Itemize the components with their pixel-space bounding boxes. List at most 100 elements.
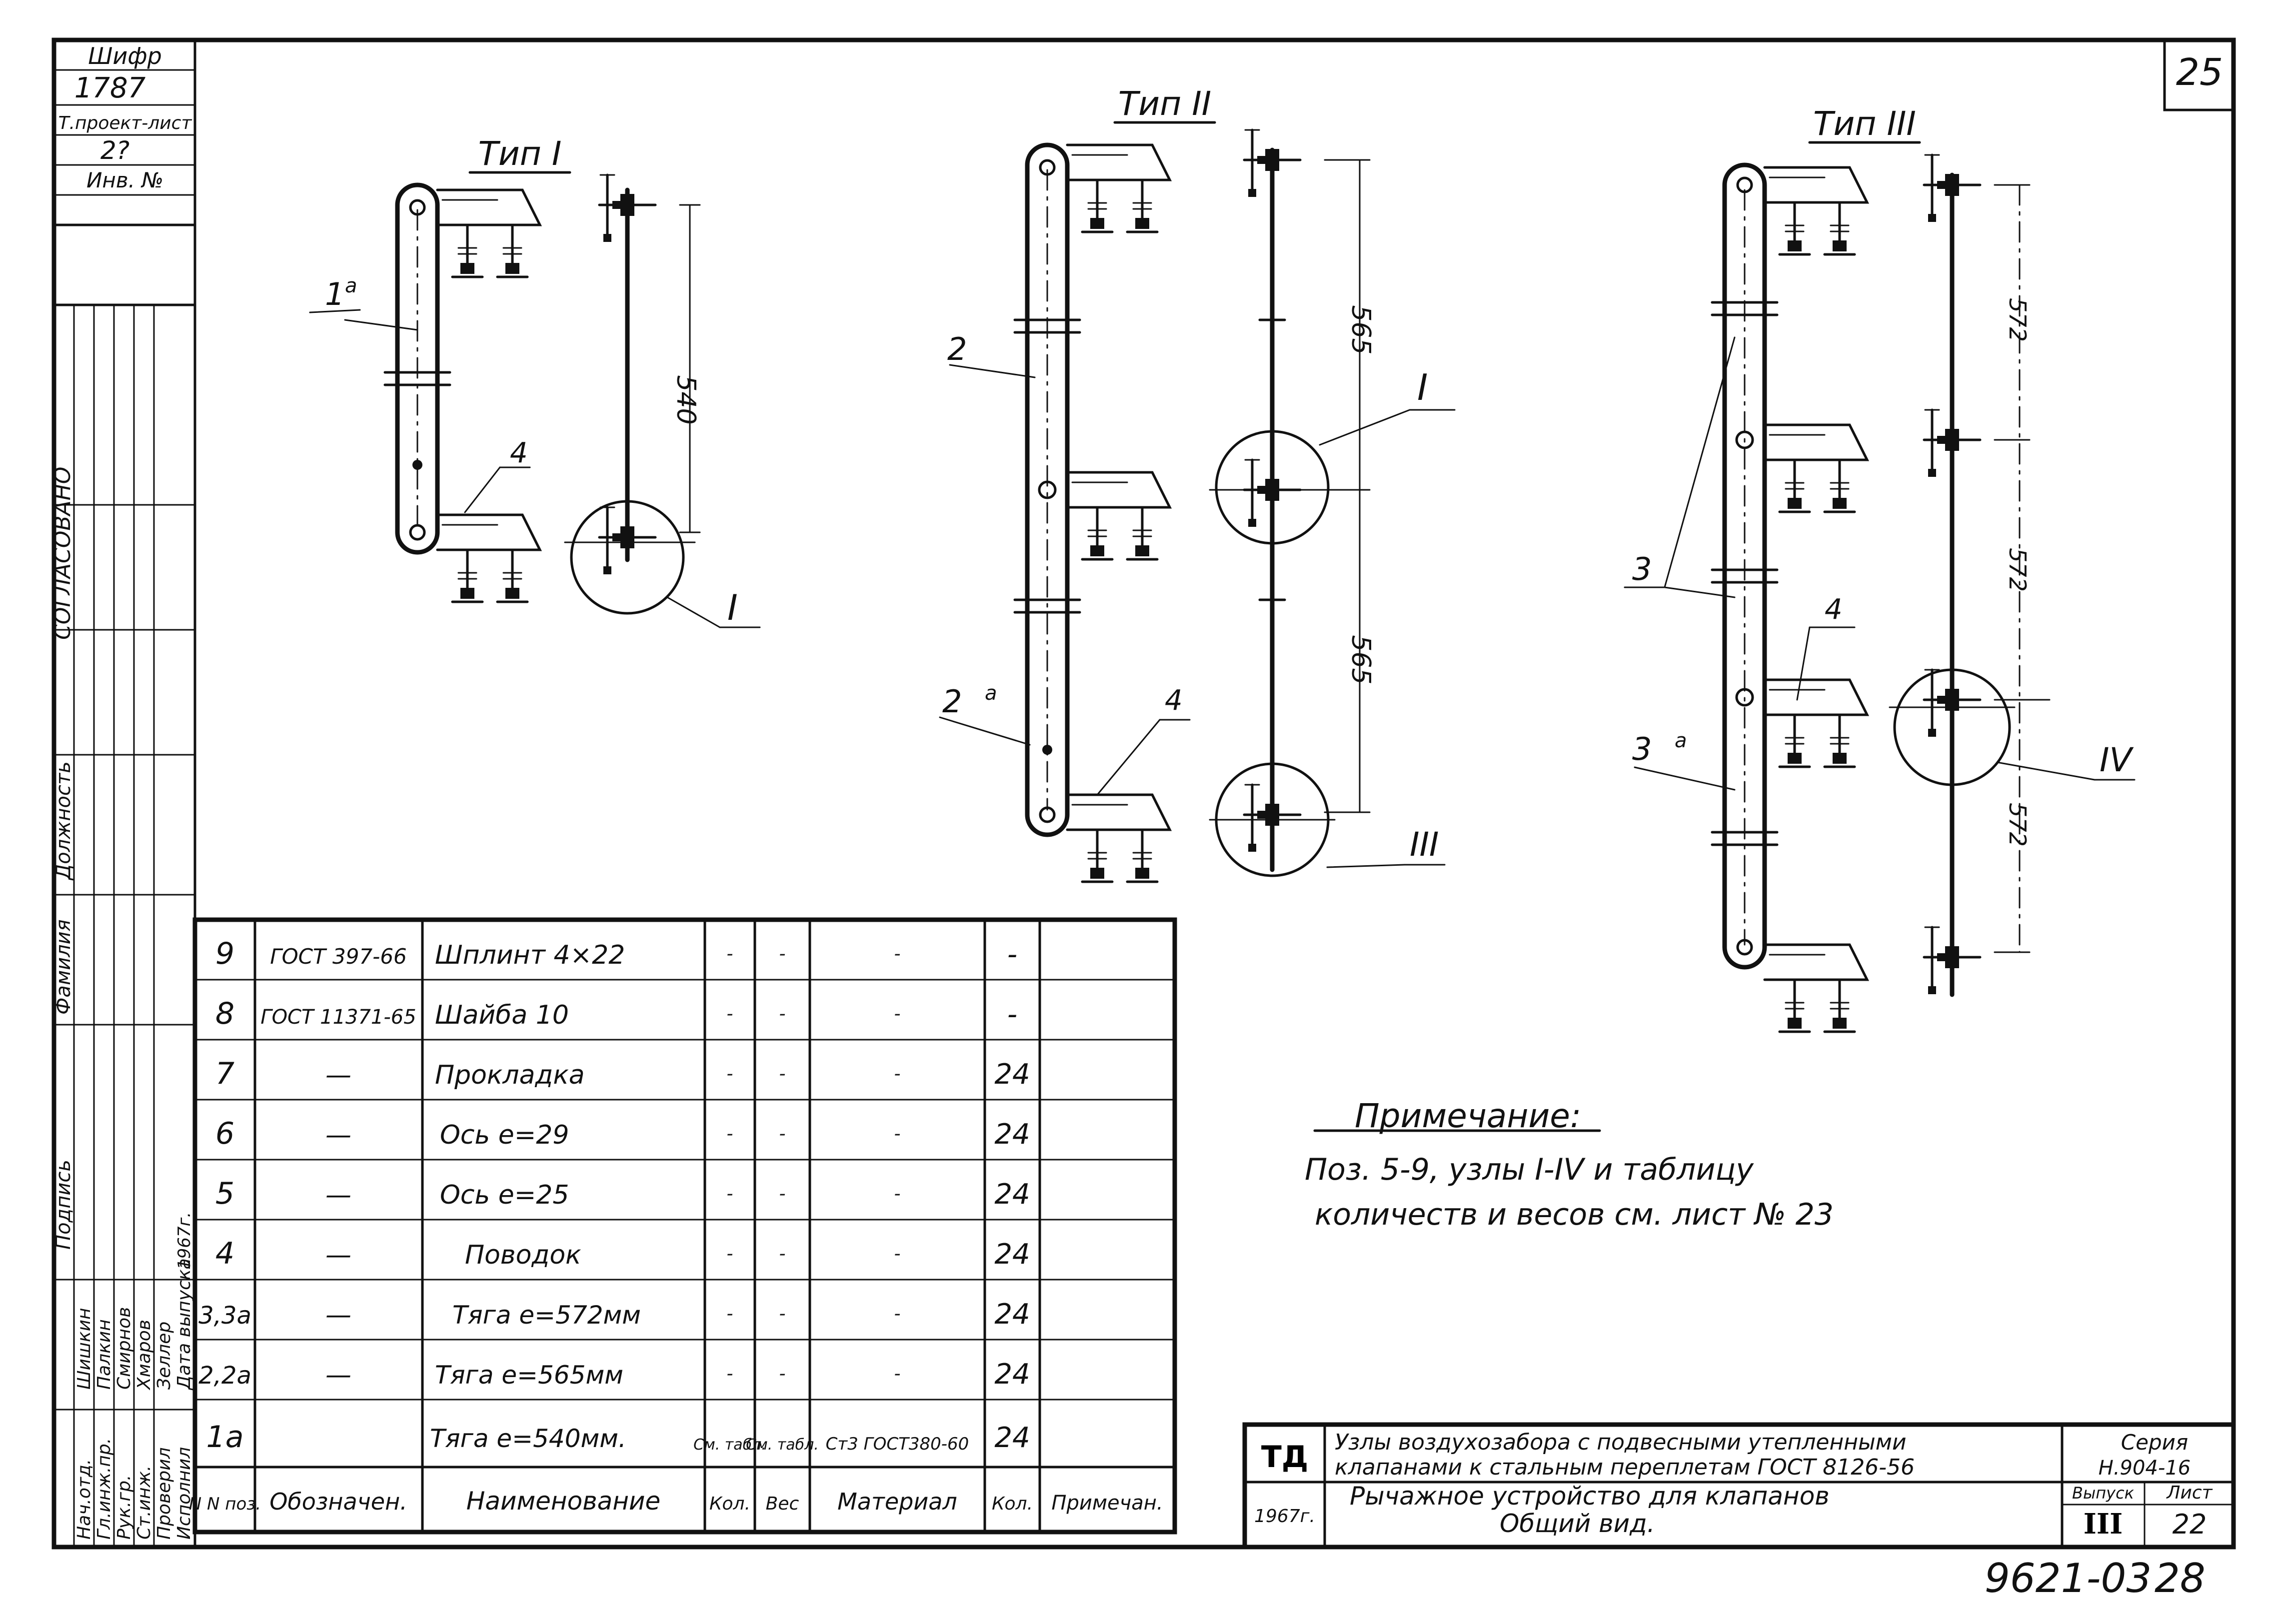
type-2-title: Тип II xyxy=(1118,84,1211,123)
callout-4-type3: 4 xyxy=(1825,593,1843,626)
type-3-dim-572-bottom: 572 xyxy=(2004,803,2031,847)
svg-text:—: — xyxy=(325,1240,351,1270)
callout-2a: 2 xyxy=(942,683,962,720)
svg-text:Вес: Вес xyxy=(766,1494,799,1514)
svg-text:Шайба 10: Шайба 10 xyxy=(435,1000,569,1030)
svg-text:Тяга e=572мм: Тяга e=572мм xyxy=(452,1301,641,1330)
svg-text:-: - xyxy=(779,1004,786,1024)
type-2-dim-565-bottom: 565 xyxy=(1346,635,1376,684)
svg-text:ГОСТ 11371-65: ГОСТ 11371-65 xyxy=(260,1006,416,1029)
svg-text:-: - xyxy=(779,1304,786,1324)
project-sheet-label: Т.проект-лист xyxy=(58,113,192,133)
svg-text:-: - xyxy=(779,1124,786,1144)
specification-table: 9 ГОСТ 397-66 Шплинт 4×22 - - - - 8 ГОСТ… xyxy=(189,917,1177,1535)
table-row: 7 — Прокладка - - - 24 xyxy=(215,1056,1030,1091)
callout-2: 2 xyxy=(947,331,967,367)
title-line-2: клапанами к стальным переплетам ГОСТ 812… xyxy=(1335,1455,1915,1480)
table-row: 9 ГОСТ 397-66 Шплинт 4×22 - - - - xyxy=(215,936,1017,971)
svg-text:Обозначен.: Обозначен. xyxy=(269,1488,407,1515)
svg-text:—: — xyxy=(325,1300,351,1330)
subtitle-line-1: Рычажное устройство для клапанов xyxy=(1350,1482,1830,1511)
svg-text:-: - xyxy=(779,1364,786,1384)
svg-text:См. табл.: См. табл. xyxy=(693,1436,766,1454)
side-entry-3: Ст.инж. xyxy=(134,1466,154,1540)
svg-text:Поводок: Поводок xyxy=(465,1240,581,1270)
side-name-5: Дата выпуска xyxy=(174,1258,194,1391)
svg-text:5: 5 xyxy=(215,1176,234,1211)
svg-text:—: — xyxy=(325,1360,351,1390)
table-row: 4 — Поводок - - - 24 xyxy=(215,1236,1030,1271)
svg-text:24: 24 xyxy=(994,1178,1030,1211)
svg-text:-: - xyxy=(1007,938,1017,971)
side-name-1: Палкин xyxy=(94,1319,114,1390)
series-label: Серия xyxy=(2121,1430,2188,1455)
side-row-0: Должность xyxy=(52,761,75,881)
svg-text:-: - xyxy=(779,1184,786,1204)
svg-text:—: — xyxy=(325,1120,351,1150)
side-name-2: Смирнов xyxy=(114,1307,134,1390)
svg-text:См. табл.: См. табл. xyxy=(746,1436,819,1454)
svg-text:1а: 1а xyxy=(206,1420,244,1455)
type-1-dim-540: 540 xyxy=(671,375,701,424)
note-line-2: количеств и весов см. лист № 23 xyxy=(1315,1197,1834,1232)
svg-text:-: - xyxy=(894,1124,901,1144)
table-row: 6 — Ось e=29 - - - 24 xyxy=(215,1116,1030,1151)
side-name-4: Зеллер xyxy=(154,1322,174,1390)
svg-text:-: - xyxy=(1007,998,1017,1031)
archive-number: 9621-03 xyxy=(1985,1555,2152,1602)
title-block: ТД 1967г. Узлы воздухозабора с подвесным… xyxy=(1242,1422,2236,1550)
svg-text:-: - xyxy=(894,944,901,964)
svg-text:—: — xyxy=(325,1180,351,1210)
table-header: N N поз. Обозначен. Наименование Кол. Ве… xyxy=(189,1487,1163,1516)
inv-label: Инв. № xyxy=(86,168,163,192)
svg-text:-: - xyxy=(894,1004,901,1024)
svg-text:-: - xyxy=(894,1364,901,1384)
callout-node-1-type2: I xyxy=(1417,366,1428,408)
svg-text:24: 24 xyxy=(994,1358,1030,1391)
svg-text:6: 6 xyxy=(215,1116,234,1151)
left-stamp: Шифр 1787 Т.проект-лист 2? Инв. № xyxy=(52,38,196,226)
issue-value: III xyxy=(2084,1508,2123,1541)
side-entry-5: Исполнил xyxy=(174,1447,194,1540)
side-entry-1: Гл.инж.пр. xyxy=(94,1438,114,1540)
type-2-dim-565-top: 565 xyxy=(1346,305,1376,354)
side-date: 1967г. xyxy=(174,1212,194,1270)
svg-text:-: - xyxy=(727,1364,733,1384)
side-name-0: Шишкин xyxy=(74,1308,94,1390)
side-entry-4: Проверил xyxy=(154,1447,174,1540)
approval-side-block: СОГЛАСОВАНО Должность Фамилия Подпись На… xyxy=(50,303,196,1549)
cipher-value: 1787 xyxy=(74,72,146,104)
svg-text:Ось e=25: Ось e=25 xyxy=(440,1180,569,1210)
svg-text:—: — xyxy=(325,1060,351,1090)
type-3-title: Тип III xyxy=(1813,104,1916,143)
svg-text:Ось e=29: Ось e=29 xyxy=(440,1120,569,1150)
note-title: Примечание: xyxy=(1355,1097,1581,1135)
year: 1967г. xyxy=(1254,1506,1315,1527)
svg-text:Кол.: Кол. xyxy=(709,1494,750,1514)
svg-text:8: 8 xyxy=(215,996,234,1031)
callout-node-4: IV xyxy=(2100,741,2134,779)
cipher-label: Шифр xyxy=(88,42,162,69)
table-row: 2,2а — Тяга e=565мм - - - 24 xyxy=(198,1358,1030,1391)
svg-text:-: - xyxy=(727,1184,733,1204)
side-entry-0: Нач.отд. xyxy=(74,1459,94,1540)
sheet-label: Лист xyxy=(2166,1483,2213,1503)
svg-text:-: - xyxy=(779,944,786,964)
callout-2a-sup: а xyxy=(985,682,997,705)
table-row: 1а Тяга e=540мм. См. табл. См. табл. Ст3… xyxy=(206,1420,1030,1455)
callout-4-type2: 4 xyxy=(1165,684,1183,717)
type-2-view: Тип II 565 565 2 2 а xyxy=(939,84,1456,882)
svg-text:4: 4 xyxy=(215,1236,234,1271)
svg-text:Материал: Материал xyxy=(837,1488,957,1515)
note-block: Примечание: Поз. 5-9, узлы I-IV и таблиц… xyxy=(1305,1097,1834,1232)
svg-text:24: 24 xyxy=(994,1118,1030,1151)
issue-label: Выпуск xyxy=(2072,1484,2135,1503)
svg-text:Кол.: Кол. xyxy=(992,1494,1033,1514)
table-row: 8 ГОСТ 11371-65 Шайба 10 - - - - xyxy=(215,996,1017,1031)
svg-text:3,3а: 3,3а xyxy=(198,1302,251,1330)
note-line-1: Поз. 5-9, узлы I-IV и таблицу xyxy=(1305,1152,1754,1187)
svg-text:-: - xyxy=(727,1124,733,1144)
svg-text:24: 24 xyxy=(994,1422,1030,1454)
svg-text:24: 24 xyxy=(994,1238,1030,1271)
svg-text:Прокладка: Прокладка xyxy=(435,1060,585,1090)
